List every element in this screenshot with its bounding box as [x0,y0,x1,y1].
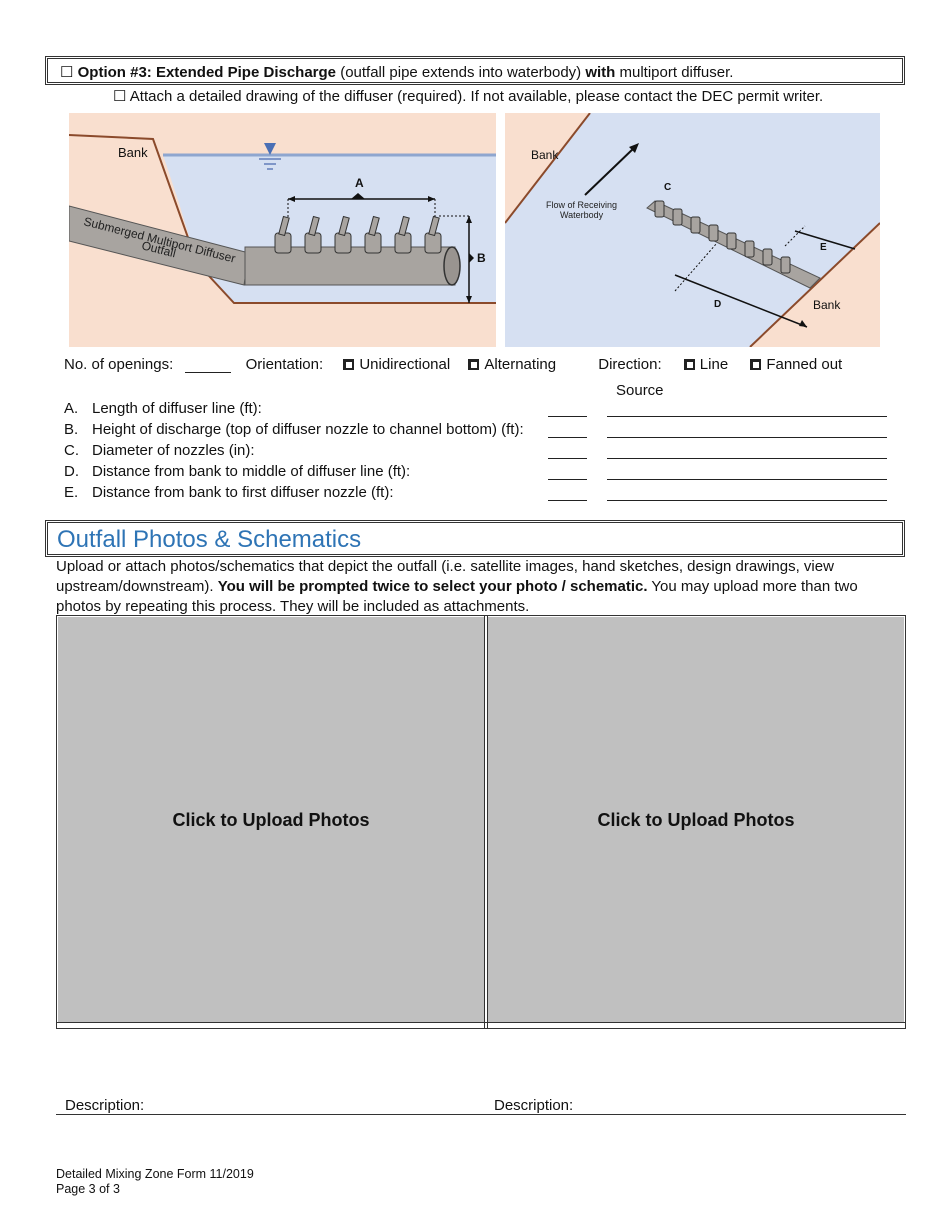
direction-label: Direction: [598,356,662,373]
photos-intro-part2: You may upload more than two photos by r… [56,578,858,615]
option-3-title: Option #3: Extended Pipe Discharge [77,64,337,81]
measure-row-e: E. Distance from bank to first diffuser n… [64,484,394,501]
measure-text: Distance from bank to first diffuser noz… [92,484,394,501]
measure-text: Diameter of nozzles (in): [92,442,255,459]
fanned-out-checkbox[interactable] [750,359,762,370]
flow-label-line2: Waterbody [560,210,604,220]
measure-letter: E. [64,484,79,501]
openings-label: No. of openings: [64,356,174,373]
value-input-d[interactable] [548,479,587,480]
label-a: A [355,176,364,190]
photos-intro-bold: You will be prompted twice to select you… [217,578,648,595]
photos-intro: Upload or attach photos/schematics that … [56,557,906,617]
source-input-a[interactable] [607,416,887,417]
source-input-e[interactable] [607,500,887,501]
openings-input[interactable] [185,372,232,373]
footer-page-number: Page 3 of 3 [56,1182,120,1196]
source-input-b[interactable] [607,437,887,438]
source-column-header: Source [616,382,664,399]
description-left-input[interactable] [56,1114,486,1115]
description-left-label: Description: [65,1097,145,1114]
measure-letter: D. [64,463,79,480]
photos-heading-text: Outfall Photos & Schematics [57,526,362,553]
label-d: D [714,299,721,310]
description-right-input[interactable] [486,1114,906,1115]
value-input-a[interactable] [548,416,587,417]
right-bank-top-label: Bank [531,148,559,162]
upload-grid-divider [484,615,488,1029]
measure-text: Length of diffuser line (ft): [92,400,262,417]
attach-drawing-row: ☐ Attach a detailed drawing of the diffu… [113,87,823,105]
measure-letter: A. [64,400,79,417]
measure-letter: B. [64,421,79,438]
left-bank-label: Bank [118,145,148,160]
label-c: C [664,182,671,193]
photos-section-heading: Outfall Photos & Schematics [45,520,905,557]
footer-form-name: Detailed Mixing Zone Form 11/2019 [56,1167,254,1181]
label-b: B [477,251,486,265]
measure-row-c: C. Diameter of nozzles (in): [64,442,255,459]
value-input-b[interactable] [548,437,587,438]
value-input-c[interactable] [548,458,587,459]
option-3-desc2: multiport diffuser. [615,64,734,81]
alternating-label: Alternating [484,356,557,373]
label-e: E [820,242,827,253]
right-bank-bottom-label: Bank [813,298,841,312]
source-input-c[interactable] [607,458,887,459]
diffuser-plan-view-diagram: Flow of Receiving Waterbody Bank Bank C … [505,113,880,347]
nozzles-group [274,215,442,254]
measure-row-a: A. Length of diffuser line (ft): [64,400,262,417]
upload-right-label: Click to Upload Photos [597,809,795,830]
measure-row-d: D. Distance from bank to middle of diffus… [64,463,410,480]
upload-photo-right-button[interactable]: Click to Upload Photos [488,617,904,1023]
alternating-checkbox[interactable] [468,359,480,370]
source-input-d[interactable] [607,479,887,480]
flow-label-line1: Flow of Receiving [546,200,617,210]
option-3-with: with [585,64,616,81]
description-right-label: Description: [494,1097,574,1114]
openings-row: No. of openings: Orientation: Unidirecti… [64,356,904,373]
attach-drawing-text: Attach a detailed drawing of the diffuse… [126,88,824,105]
measure-letter: C. [64,442,79,459]
orientation-label: Orientation: [245,356,324,373]
option-3-desc1: (outfall pipe extends into waterbody) [336,64,586,81]
photos-intro-part1: Upload or attach photos/schematics that … [56,558,834,595]
line-label: Line [699,356,729,373]
fanned-out-label: Fanned out [766,356,843,373]
line-checkbox[interactable] [683,359,695,370]
unidirectional-checkbox[interactable] [343,359,355,370]
unidirectional-label: Unidirectional [359,356,451,373]
measure-row-b: B. Height of discharge (top of diffuser n… [64,421,524,438]
upload-grid-bottom-rule [56,1022,906,1029]
measure-text: Height of discharge (top of diffuser noz… [92,421,524,438]
diffuser-side-view-diagram: A B Bank Submerged Multiport Diffuser Ou… [69,113,496,347]
option-3-checkbox[interactable]: ☐ [60,64,74,81]
measure-text: Distance from bank to middle of diffuser… [92,463,411,480]
value-input-e[interactable] [548,500,587,501]
upload-photo-left-button[interactable]: Click to Upload Photos [58,617,484,1023]
upload-left-label: Click to Upload Photos [172,809,370,830]
option-3-header: ☐ Option #3: Extended Pipe Discharge (ou… [45,56,905,85]
attach-drawing-checkbox[interactable]: ☐ [113,88,127,105]
